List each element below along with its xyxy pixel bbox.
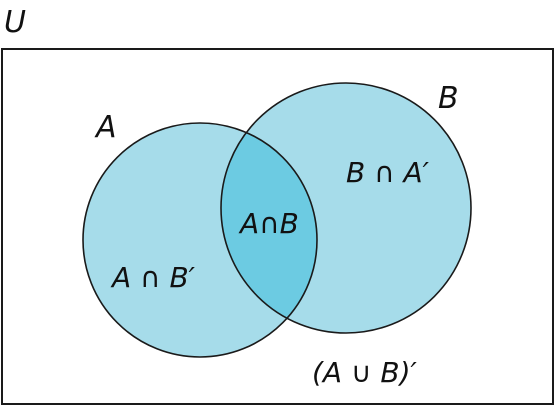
set-a-label: A <box>94 110 117 145</box>
region-b-only-label: B ∩ A′ <box>346 156 430 189</box>
universe-label: U <box>4 5 26 40</box>
set-b-outline <box>220 82 472 334</box>
region-a-only-label: A ∩ B′ <box>110 261 196 294</box>
set-a-outline <box>82 122 318 358</box>
region-intersection-label: A∩B <box>238 207 299 240</box>
region-outside-label: (A ∪ B)′ <box>312 356 418 389</box>
set-b-label: B <box>438 81 459 116</box>
